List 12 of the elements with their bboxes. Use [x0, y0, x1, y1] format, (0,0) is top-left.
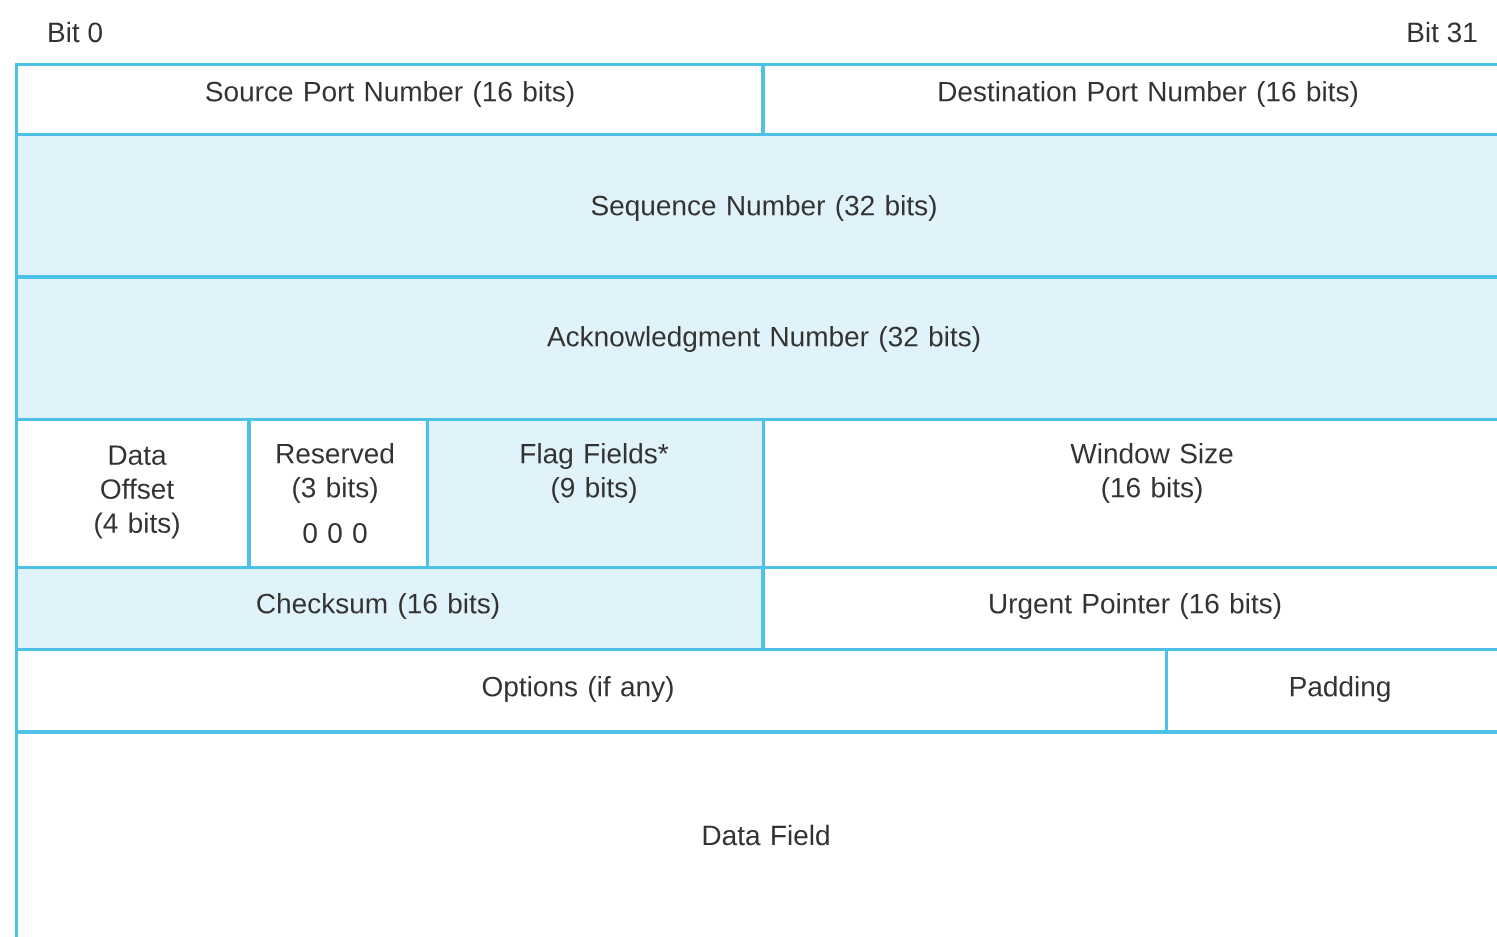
header-field: Window Size (16 bits) — [762, 418, 1497, 569]
header-field: Sequence Number (32 bits) — [15, 133, 1497, 278]
header-field: Flag Fields* (9 bits) — [426, 418, 765, 569]
header-field: Source Port Number (16 bits) — [15, 63, 764, 136]
header-field: Checksum (16 bits) — [15, 566, 764, 651]
header-field: Data Offset (4 bits) — [15, 418, 250, 569]
header-field: Reserved (3 bits) 0 0 0 — [248, 418, 429, 569]
header-field: Padding — [1165, 648, 1497, 733]
header-field: Data Field — [15, 731, 1497, 937]
header-field: Options (if any) — [15, 648, 1168, 733]
header-field: Destination Port Number (16 bits) — [762, 63, 1497, 136]
header-field: Urgent Pointer (16 bits) — [762, 566, 1497, 651]
